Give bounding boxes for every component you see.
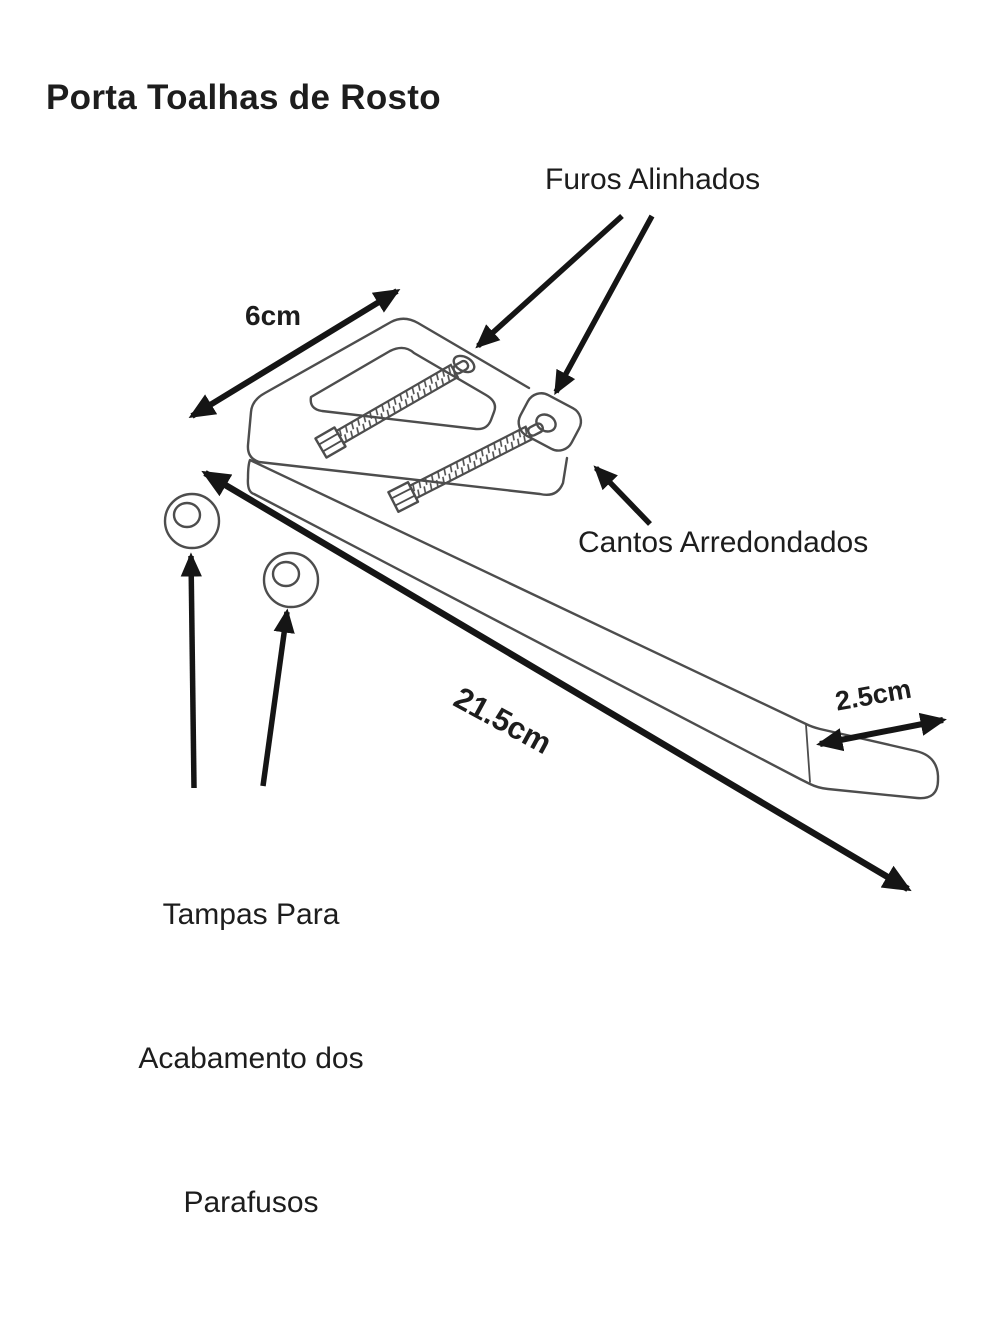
arrow-aligned-holes-1 [475,213,624,349]
arrow-aligned-holes-2 [553,214,655,396]
arrow-rounded-corners [593,465,652,526]
mounting-bracket [246,317,583,497]
mounting-hole-1 [452,354,476,374]
arrow-screw-caps-1 [180,552,202,789]
mounting-hole-2 [535,413,557,433]
towel-holder-line-drawing [163,213,947,892]
arrow-dimension-6cm [188,288,401,419]
arrow-dimension-2-5cm [816,712,947,752]
screw-cap-2 [262,551,320,609]
screw-cap-1 [163,492,221,550]
arrow-screw-caps-2 [260,608,295,787]
screw-2 [387,422,545,513]
label-screw-caps-line3: Parafusos [183,1186,319,1219]
bracket-opening [309,346,497,431]
bracket-end-plate [517,392,583,452]
label-screw-caps-line2: Acabamento dos [138,1042,364,1075]
label-screw-caps-line1: Tampas Para [162,898,340,931]
diagram-title: Porta Toalhas de Rosto [46,78,441,117]
diagram-canvas: Porta Toalhas de Rosto Furos Alinhados 6… [46,78,947,1219]
arrow-dimension-21-5cm [201,470,912,892]
label-aligned-holes: Furos Alinhados [545,163,761,196]
label-screw-caps: Tampas Para Acabamento dos Parafusos [110,795,392,1323]
dimension-6cm: 6cm [245,300,302,331]
screw-2-threaded-shaft [408,425,534,500]
label-rounded-corners: Cantos Arredondados [578,526,869,559]
towel-bar-arm [246,458,940,800]
